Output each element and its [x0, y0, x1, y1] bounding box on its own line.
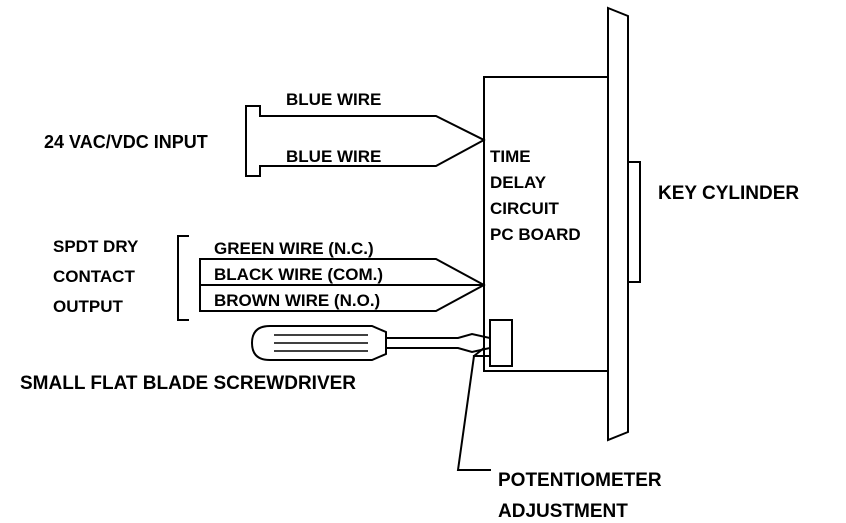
label-spdt-1: SPDT DRY	[53, 237, 139, 256]
label-input: 24 VAC/VDC INPUT	[44, 132, 208, 152]
label-key-cylinder: KEY CYLINDER	[658, 183, 799, 204]
label-board-circuit: CIRCUIT	[490, 199, 560, 218]
label-screwdriver: SMALL FLAT BLADE SCREWDRIVER	[20, 373, 356, 394]
potentiometer-leader	[456, 355, 491, 471]
brown-wire-line	[199, 283, 486, 312]
label-board-time: TIME	[490, 147, 531, 166]
green-wire-line	[199, 258, 486, 287]
label-board-delay: DELAY	[490, 173, 547, 192]
label-spdt-2: CONTACT	[53, 267, 135, 286]
label-spdt-3: OUTPUT	[53, 297, 124, 316]
key-cylinder-body	[627, 161, 641, 283]
label-black-wire: BLACK WIRE (COM.)	[214, 265, 383, 284]
faceplate	[607, 6, 629, 442]
label-potentiometer: POTENTIOMETER	[498, 470, 662, 491]
label-blue-wire-top: BLUE WIRE	[286, 90, 381, 109]
label-brown-wire: BROWN WIRE (N.O.)	[214, 291, 380, 310]
potentiometer-knob	[489, 319, 513, 367]
screwdriver-icon	[250, 325, 491, 361]
label-board-pc: PC BOARD	[490, 225, 581, 244]
label-green-wire: GREEN WIRE (N.C.)	[214, 239, 374, 258]
label-blue-wire-bottom: BLUE WIRE	[286, 147, 381, 166]
label-adjustment: ADJUSTMENT	[498, 501, 628, 522]
potentiometer-leader-tip	[472, 346, 486, 358]
screwdriver-grip-lines	[274, 334, 368, 352]
spdt-bracket	[177, 235, 189, 321]
blue-wire-top-line	[257, 105, 486, 142]
input-bracket	[245, 105, 259, 177]
screwdriver-shaft	[385, 332, 491, 354]
